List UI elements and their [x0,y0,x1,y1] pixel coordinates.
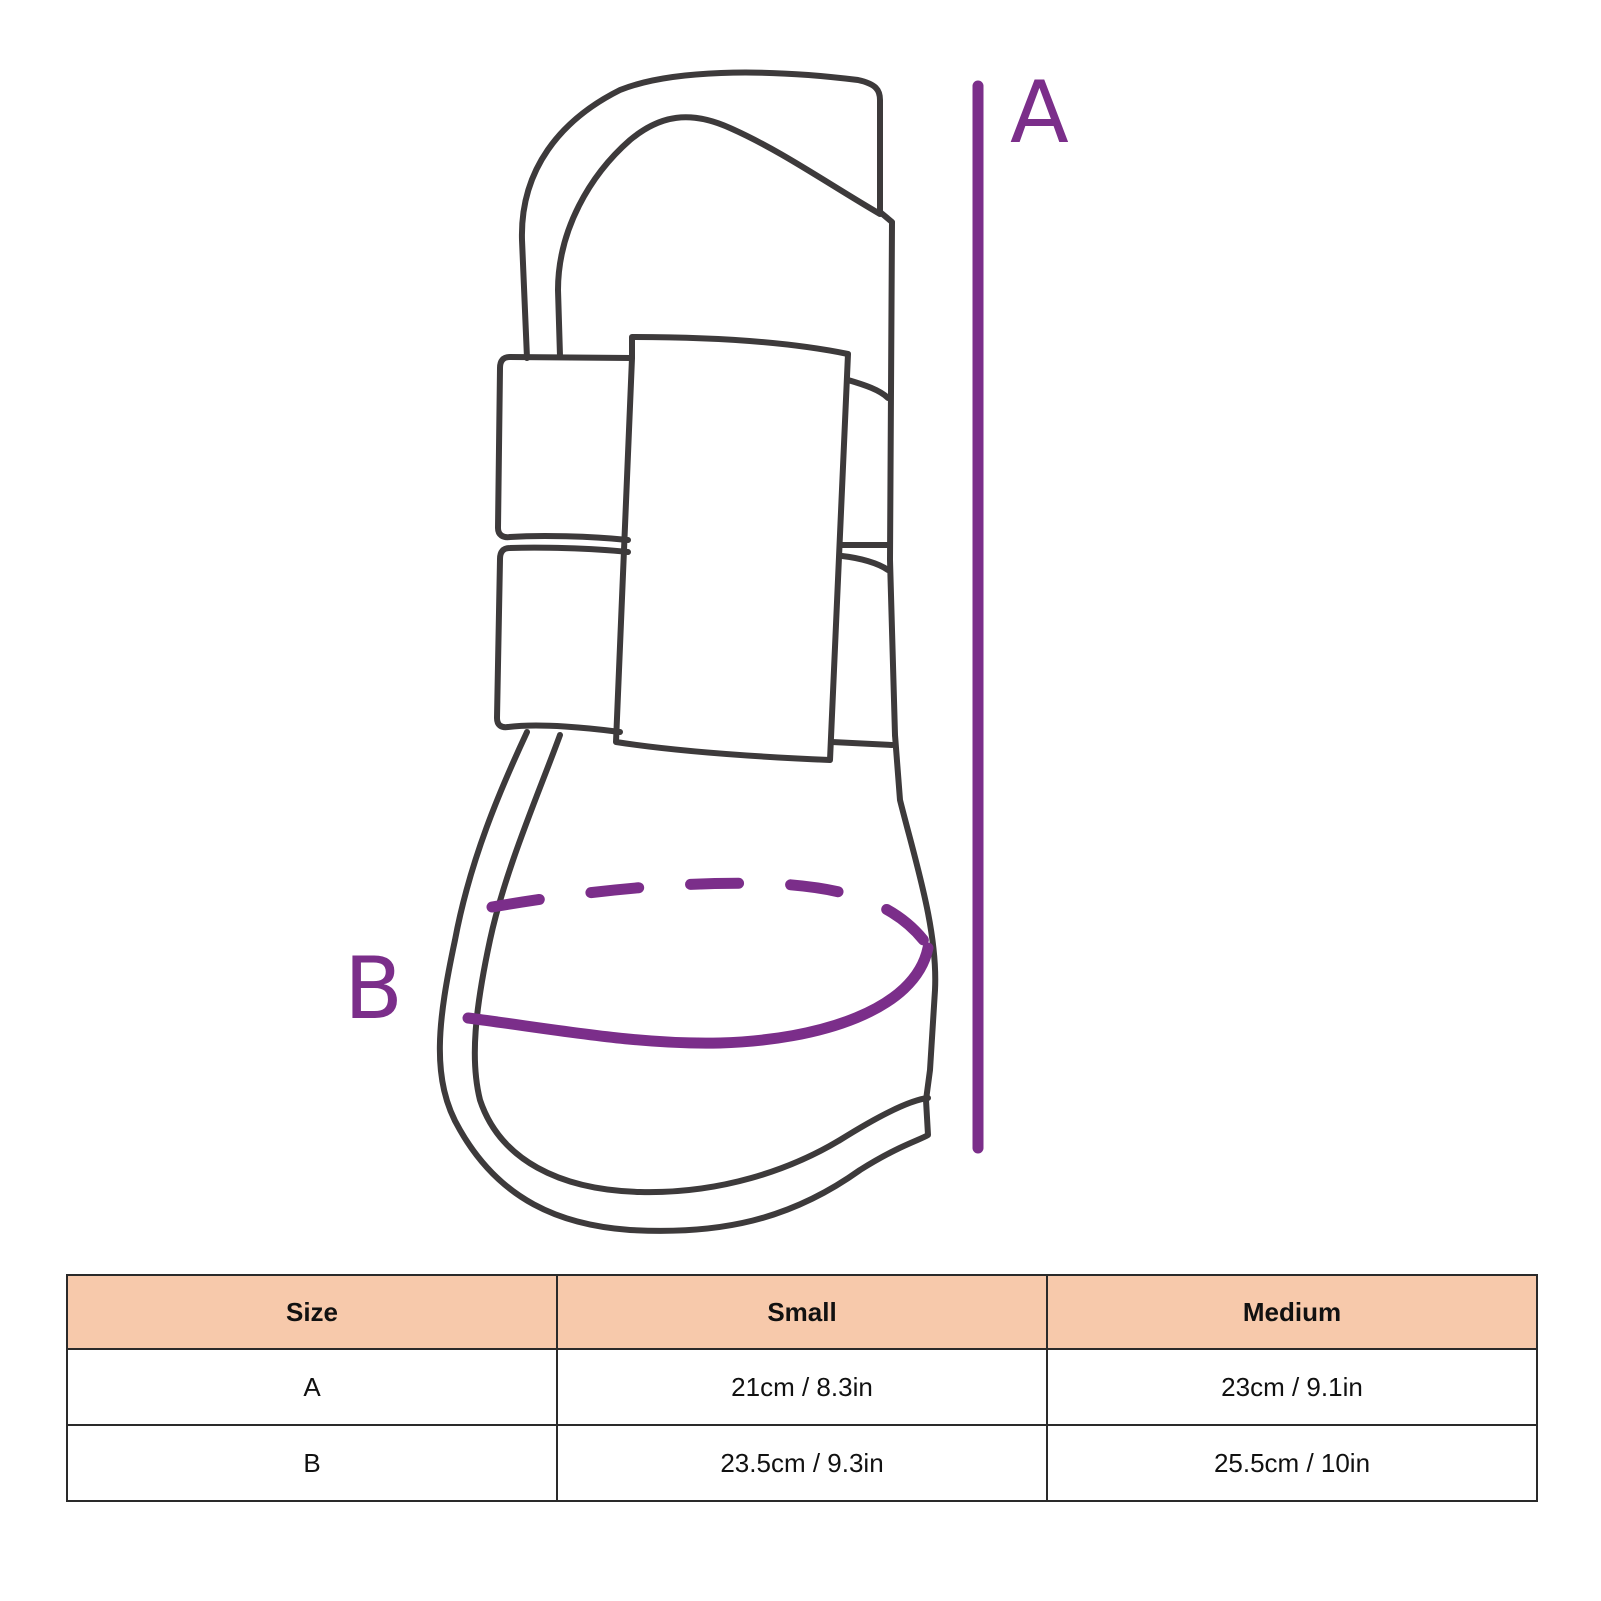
column-header-medium: Medium [1046,1274,1538,1350]
cell-small: 21cm / 8.3in [556,1348,1048,1426]
label-b: B [344,939,403,1039]
cell-medium: 25.5cm / 10in [1046,1424,1538,1502]
column-header-small: Small [556,1274,1048,1350]
cell-medium: 23cm / 9.1in [1046,1348,1538,1426]
boot-size-diagram: A B [344,63,1069,1234]
measure-b-dashed-line [486,877,934,952]
cell-size: B [66,1424,558,1502]
cell-small: 23.5cm / 9.3in [556,1424,1048,1502]
size-chart-table: Size Small Medium A 21cm / 8.3in 23cm / … [66,1274,1538,1502]
column-header-size: Size [66,1274,558,1350]
label-a: A [1010,63,1069,163]
table-row: A 21cm / 8.3in 23cm / 9.1in [66,1348,1538,1426]
measure-b-solid-line [462,942,934,1049]
cell-size: A [66,1348,558,1426]
boot-outline [436,69,939,1234]
table-header-row: Size Small Medium [66,1274,1538,1350]
table-row: B 23.5cm / 9.3in 25.5cm / 10in [66,1424,1538,1502]
